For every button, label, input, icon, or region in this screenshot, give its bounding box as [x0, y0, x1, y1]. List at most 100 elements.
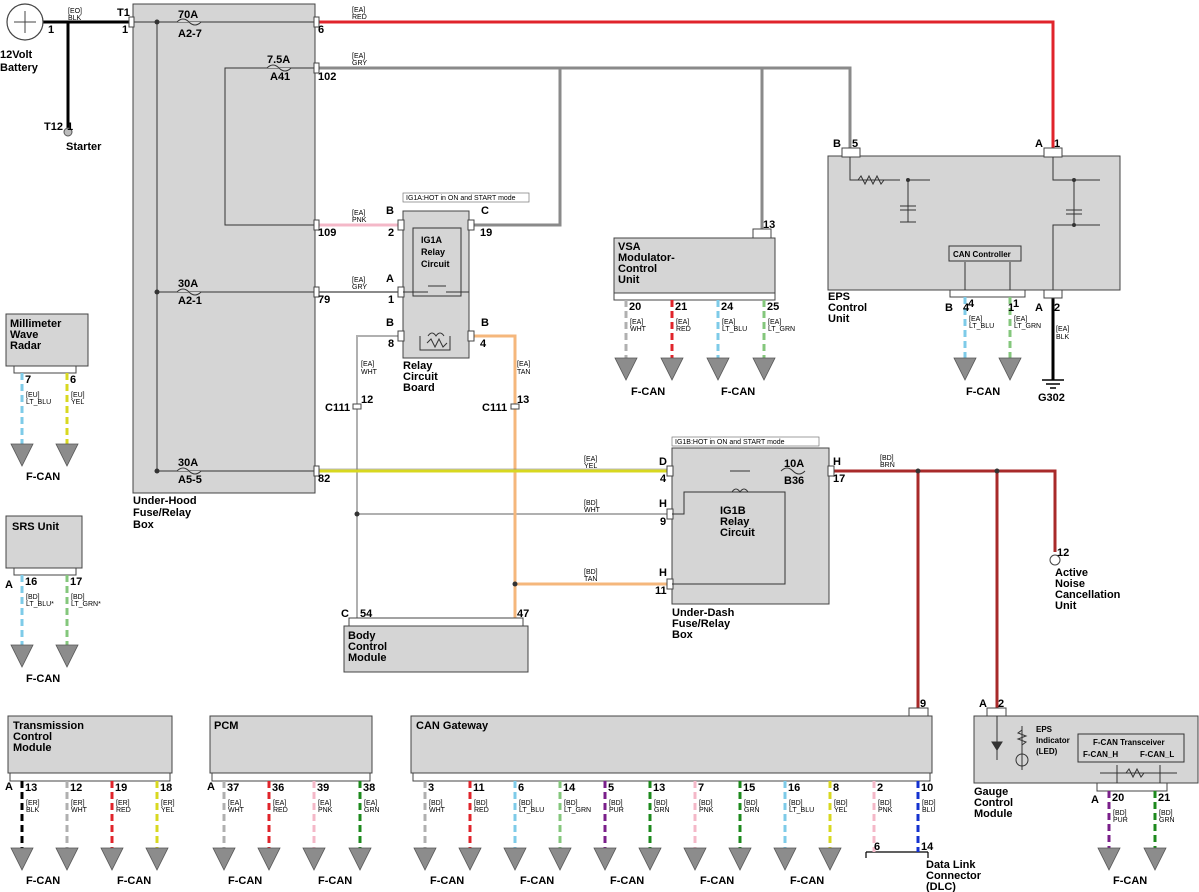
svg-text:RED: RED — [352, 14, 367, 21]
eps-code-1: [EA] — [1014, 316, 1027, 323]
starter-icon — [63, 127, 73, 137]
gateway-code-11: [BD] — [922, 800, 936, 807]
svg-text:Connector: Connector — [926, 870, 982, 882]
svg-text:54: 54 — [360, 608, 373, 620]
gateway-box[interactable] — [410, 715, 933, 774]
svg-text:Unit: Unit — [618, 274, 640, 286]
pcm-color-3: GRN — [364, 807, 380, 814]
ground-triangle-icon — [10, 847, 34, 871]
svg-text:8: 8 — [388, 338, 394, 350]
ground-icon — [1042, 379, 1064, 389]
svg-text:EPS: EPS — [1036, 725, 1053, 734]
ig1a-relay-symbol — [403, 227, 469, 351]
underdash-box[interactable] — [671, 447, 830, 605]
svg-text:F-CAN: F-CAN — [26, 471, 60, 483]
svg-text:F-CAN: F-CAN — [721, 386, 755, 398]
eps-title: EPS — [828, 291, 850, 303]
ground-triangle-icon — [145, 847, 169, 871]
svg-text:Fuse/Relay: Fuse/Relay — [133, 507, 192, 519]
starter-label: Starter — [66, 141, 102, 153]
gateway-pin-5: 13 — [653, 782, 665, 794]
bcm-box[interactable] — [343, 625, 529, 673]
svg-text:30A: 30A — [178, 457, 198, 469]
svg-text:Control: Control — [974, 797, 1013, 809]
svg-text:Board: Board — [403, 382, 435, 394]
srs-title: SRS Unit — [12, 521, 59, 533]
vsa-unit-box[interactable] — [613, 237, 776, 295]
gateway-pin-9: 8 — [833, 782, 839, 794]
can-wires — [10, 297, 1167, 871]
wire-gry-102 — [315, 66, 852, 148]
svg-text:BRN: BRN — [880, 462, 895, 469]
svg-text:F-CAN: F-CAN — [26, 875, 60, 887]
svg-text:2: 2 — [998, 698, 1004, 710]
radar-pin-1: 6 — [70, 374, 76, 386]
gateway-color-9: YEL — [834, 807, 847, 814]
gateway-color-10: PNK — [878, 807, 893, 814]
svg-text:B: B — [386, 205, 394, 217]
srs-color-1: LT_GRN* — [71, 601, 101, 608]
underhood-title: Under-Hood — [133, 495, 197, 507]
vsa-code-3: [EA] — [768, 319, 781, 326]
ground-triangle-icon — [818, 847, 842, 871]
svg-text:F-CAN: F-CAN — [520, 875, 554, 887]
gauge-pin-0: 20 — [1112, 792, 1124, 804]
gauge-internal — [991, 716, 1185, 783]
pcm-color-0: WHT — [228, 807, 245, 814]
pcm-code-3: [EA] — [364, 800, 377, 807]
svg-text:H: H — [659, 498, 667, 510]
svg-text:Box: Box — [672, 629, 694, 641]
eps-control-unit-box[interactable] — [827, 155, 1121, 291]
gateway-color-2: LT_BLU — [519, 807, 544, 814]
svg-text:B: B — [945, 302, 953, 314]
can-controller-label: CAN Controller — [953, 250, 1011, 259]
svg-text:IG1B:HOT in ON and START mode: IG1B:HOT in ON and START mode — [675, 439, 785, 446]
battery-label2: Battery — [0, 62, 39, 74]
svg-text:[BD]: [BD] — [584, 569, 598, 576]
tcm-color-1: WHT — [71, 807, 88, 814]
wire-tan-relay — [469, 334, 517, 618]
gateway-color-0: WHT — [429, 807, 446, 814]
svg-text:[EA]: [EA] — [1056, 326, 1069, 333]
svg-text:Relay: Relay — [720, 516, 750, 528]
vsa-color-1: RED — [676, 326, 691, 333]
svg-text:A5-5: A5-5 — [178, 474, 202, 486]
wire-brn-anc — [829, 469, 1057, 552]
svg-text:A: A — [386, 273, 394, 285]
gateway-code-10: [BD] — [878, 800, 892, 807]
vsa-pin-1: 21 — [675, 301, 687, 313]
svg-text:Unit: Unit — [828, 313, 850, 325]
svg-text:10A: 10A — [784, 458, 804, 470]
svg-text:Circuit: Circuit — [421, 259, 450, 269]
tcm-code-0: [ER] — [26, 800, 40, 807]
svg-text:13: 13 — [763, 219, 775, 231]
pcm-pin-2: 39 — [317, 782, 329, 794]
gateway-title: CAN Gateway — [416, 720, 489, 732]
pcm-box[interactable] — [209, 715, 373, 774]
ig1b-relay-symbol — [672, 470, 786, 585]
gateway-color-1: RED — [474, 807, 489, 814]
svg-text:Module: Module — [348, 652, 387, 664]
svg-text:4: 4 — [480, 338, 487, 350]
svg-text:1: 1 — [67, 121, 73, 133]
ground-triangle-icon — [1097, 847, 1121, 871]
svg-text:Control: Control — [618, 263, 657, 275]
svg-text:BLK: BLK — [68, 15, 82, 22]
svg-text:B: B — [833, 138, 841, 150]
svg-text:Relay: Relay — [421, 247, 445, 257]
ground-label: G302 — [1038, 392, 1065, 404]
svg-text:82: 82 — [318, 473, 330, 485]
svg-text:Box: Box — [133, 519, 155, 531]
radar-code-0: [EU] — [26, 392, 40, 399]
tcm-code-3: [ER] — [161, 800, 175, 807]
svg-text:F-CAN: F-CAN — [318, 875, 352, 887]
underhood-box[interactable] — [132, 3, 316, 494]
fuse-symbols — [176, 18, 806, 475]
junction-dots — [154, 19, 1000, 587]
svg-text:F-CAN: F-CAN — [228, 875, 262, 887]
svg-text:[EA]: [EA] — [352, 7, 365, 14]
ground-triangle-icon — [683, 847, 707, 871]
svg-text:F-CAN: F-CAN — [790, 875, 824, 887]
radar-box[interactable] — [5, 313, 89, 367]
gateway-color-7: GRN — [744, 807, 760, 814]
